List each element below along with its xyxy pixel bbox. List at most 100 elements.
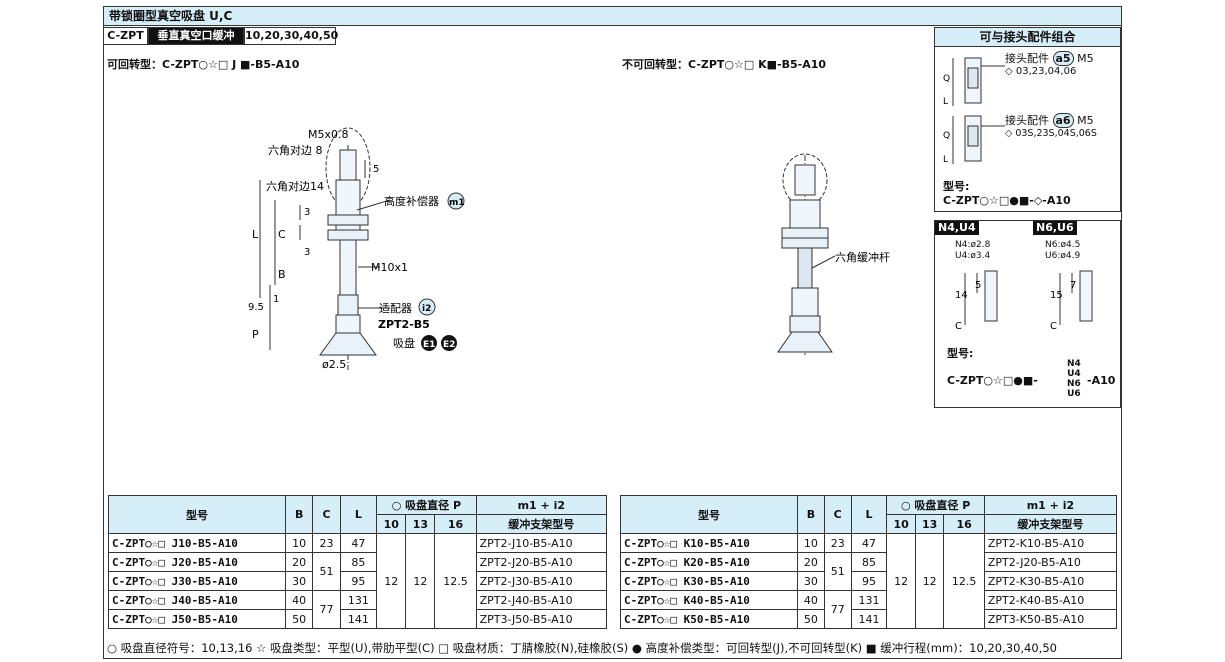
spec-table-left: 型号 B C L ○ 吸盘直径 P m1 + i2 10 13 16 缓冲支架型…: [108, 495, 608, 629]
label-pad: 吸盘: [393, 336, 415, 350]
dim-L: L: [252, 228, 259, 241]
th-l: L: [339, 495, 378, 534]
page-title: 带锁圈型真空吸盘 U,C: [103, 6, 1122, 26]
th-holder-top: m1 + i2: [475, 495, 608, 515]
label-hex8: 六角对边 8: [268, 143, 323, 157]
th-dia-r: ○ 吸盘直径 P: [886, 495, 985, 515]
pad-tag1: E1: [423, 340, 435, 350]
fitting-a5-codes: ◇ 03,23,04,06: [1005, 66, 1077, 77]
th-model: 型号: [108, 495, 286, 534]
dim-l2: L: [943, 155, 948, 165]
dim-3a: 3: [304, 207, 310, 218]
dim-c-nu2: C: [1050, 321, 1057, 332]
nu-opt-n6: N6: [1067, 379, 1081, 389]
table-row: C-ZPT○☆□ J20-B5-A10 20 51 85 ZPT2-J20-B5…: [108, 552, 608, 591]
fitting-panel-heading: 可与接头配件组合: [935, 28, 1120, 47]
dim-q1: Q: [943, 74, 950, 84]
dim-7: 7: [1070, 280, 1076, 291]
dim-P: P: [252, 328, 259, 341]
dim-14: 14: [955, 290, 968, 301]
th-d10: 10: [376, 514, 407, 534]
table-row: C-ZPT○☆□ K10-B5-A10 10 23 47 12 12 12.5 …: [620, 533, 1118, 629]
dim-l1: L: [943, 97, 948, 107]
pad-tag1-icon: [421, 335, 437, 351]
table-row: C-ZPT○☆□ J10-B5-A10 10 23 47 12 12 12.5 …: [108, 533, 608, 629]
adapter-model: ZPT2-B5: [378, 318, 430, 331]
table-row: C-ZPT○☆□ K50-B5-A10 50 141 ZPT3-K50-B5-A…: [620, 609, 1118, 629]
series-desc: 垂直真空口缓冲: [148, 27, 244, 45]
th-b: B: [284, 495, 314, 534]
dim-q2: Q: [943, 131, 950, 141]
center-drawing: 六角缓冲杆: [777, 153, 890, 355]
nu-drawing: 14 5 C 15 7 C: [955, 270, 1093, 332]
table-row: C-ZPT○☆□ J50-B5-A10 50 141 ZPT3-J50-B5-A…: [108, 609, 608, 629]
nu-tag-left: N4,U4: [935, 221, 979, 235]
th-b-r: B: [797, 495, 825, 534]
dim-B: B: [278, 268, 286, 281]
th-d13: 13: [405, 514, 436, 534]
nu-opt-n4: N4: [1067, 359, 1081, 369]
series-stroke: 10,20,30,40,50: [244, 27, 338, 45]
center-heading: 不可回转型：C-ZPT○☆□ K■-B5-A10: [622, 58, 827, 71]
nu-opt-u4: U4: [1067, 369, 1081, 379]
th-model-r: 型号: [620, 495, 798, 534]
comp-tag-icon: [447, 192, 465, 210]
dim-1: 1: [273, 294, 279, 305]
series-tag: C-ZPT: [103, 27, 148, 45]
dim-3b: 3: [304, 247, 310, 258]
nu-tag-right: N6,U6: [1033, 221, 1077, 235]
n6-dia: N6:ø4.5: [1045, 240, 1081, 250]
label-adapter: 适配器: [379, 302, 412, 315]
comp-tag: m1: [449, 198, 465, 208]
rod-label: 六角缓冲杆: [835, 250, 890, 264]
label-comp: 高度补偿器: [384, 194, 439, 208]
u6-dia: U6:ø4.9: [1045, 251, 1081, 261]
adapter-tag: i2: [422, 304, 431, 314]
fitting-model-label: 型号:: [943, 180, 970, 193]
th-c: C: [312, 495, 341, 534]
th-d13-r: 13: [914, 514, 945, 534]
nu-panel: N4,U4 N6,U6 N4:ø2.8 U4:ø3.4 N6:ø4.5 U6:ø…: [934, 220, 1121, 408]
th-holder-top-r: m1 + i2: [983, 495, 1118, 515]
th-holder: 缓冲支架型号: [475, 514, 608, 534]
label-m5: M5x0.8: [308, 128, 349, 141]
table-row: C-ZPT○☆□ K40-B5-A10 40 77 131 ZPT2-K40-B…: [620, 590, 1118, 629]
left-drawing: M5x0.8 六角对边 8 六角对边14 高度补偿器 m1 M10x1 适配器 …: [248, 127, 465, 371]
dim-c-nu1: C: [955, 321, 962, 332]
th-l-r: L: [850, 495, 888, 534]
nu-model-label: 型号:: [947, 347, 974, 360]
th-dia: ○ 吸盘直径 P: [376, 495, 477, 515]
table-row: C-ZPT○☆□ K20-B5-A10 20 51 85 ZPT2-J20-B5…: [620, 552, 1118, 591]
nu-model-options: N4 U4 N6 U6: [1067, 359, 1081, 399]
dim-5-nu: 5: [975, 280, 981, 291]
u4-dia: U4:ø3.4: [955, 251, 991, 261]
th-d16-r: 16: [943, 514, 985, 534]
fitting-a6-label: 接头配件 a6 M5: [1005, 113, 1094, 128]
table-row: C-ZPT○☆□ J40-B5-A10 40 77 131 ZPT2-J40-B…: [108, 590, 608, 629]
dim-5: 5: [373, 164, 379, 175]
pad-tag2-icon: [441, 335, 457, 351]
footer-legend: ○ 吸盘直径符号：10,13,16 ☆ 吸盘类型：平型(U),带肋平型(C) □…: [107, 641, 1057, 655]
label-dia: ø2.5: [322, 358, 346, 371]
th-c-r: C: [823, 495, 852, 534]
label-m10: M10x1: [371, 261, 408, 274]
nu-model-suffix: -A10: [1087, 374, 1116, 387]
pad-tag2: E2: [443, 340, 455, 350]
th-d16: 16: [434, 514, 477, 534]
spec-table-right: 型号 B C L ○ 吸盘直径 P m1 + i2 10 13 16 缓冲支架型…: [620, 495, 1118, 629]
adapter-tag-icon: [418, 298, 436, 316]
nu-opt-u6: U6: [1067, 389, 1081, 399]
th-holder-r: 缓冲支架型号: [983, 514, 1118, 534]
fitting-a6-codes: ◇ 03S,23S,04S,06S: [1005, 128, 1097, 139]
n4-dia: N4:ø2.8: [955, 240, 991, 250]
dim-15: 15: [1050, 290, 1063, 301]
fitting-panel: 可与接头配件组合 Q L Q L 接头配件 a5 M5 ◇ 03,23,04,0…: [934, 27, 1121, 212]
table-row: C-ZPT○☆□ K30-B5-A10 30 95 ZPT2-K30-B5-A1…: [620, 571, 1118, 591]
fitting-a5-label: 接头配件 a5 M5: [1005, 51, 1094, 66]
left-heading: 可回转型：C-ZPT○☆□ J ■-B5-A10: [107, 58, 300, 71]
dim-9-5: 9.5: [248, 302, 264, 313]
fitting-model-value: C-ZPT○☆□●■-◇-A10: [943, 194, 1071, 207]
th-d10-r: 10: [886, 514, 916, 534]
table-row: C-ZPT○☆□ J30-B5-A10 30 95 ZPT2-J30-B5-A1…: [108, 571, 608, 591]
fitting-drawing: Q L Q L: [943, 57, 1005, 165]
